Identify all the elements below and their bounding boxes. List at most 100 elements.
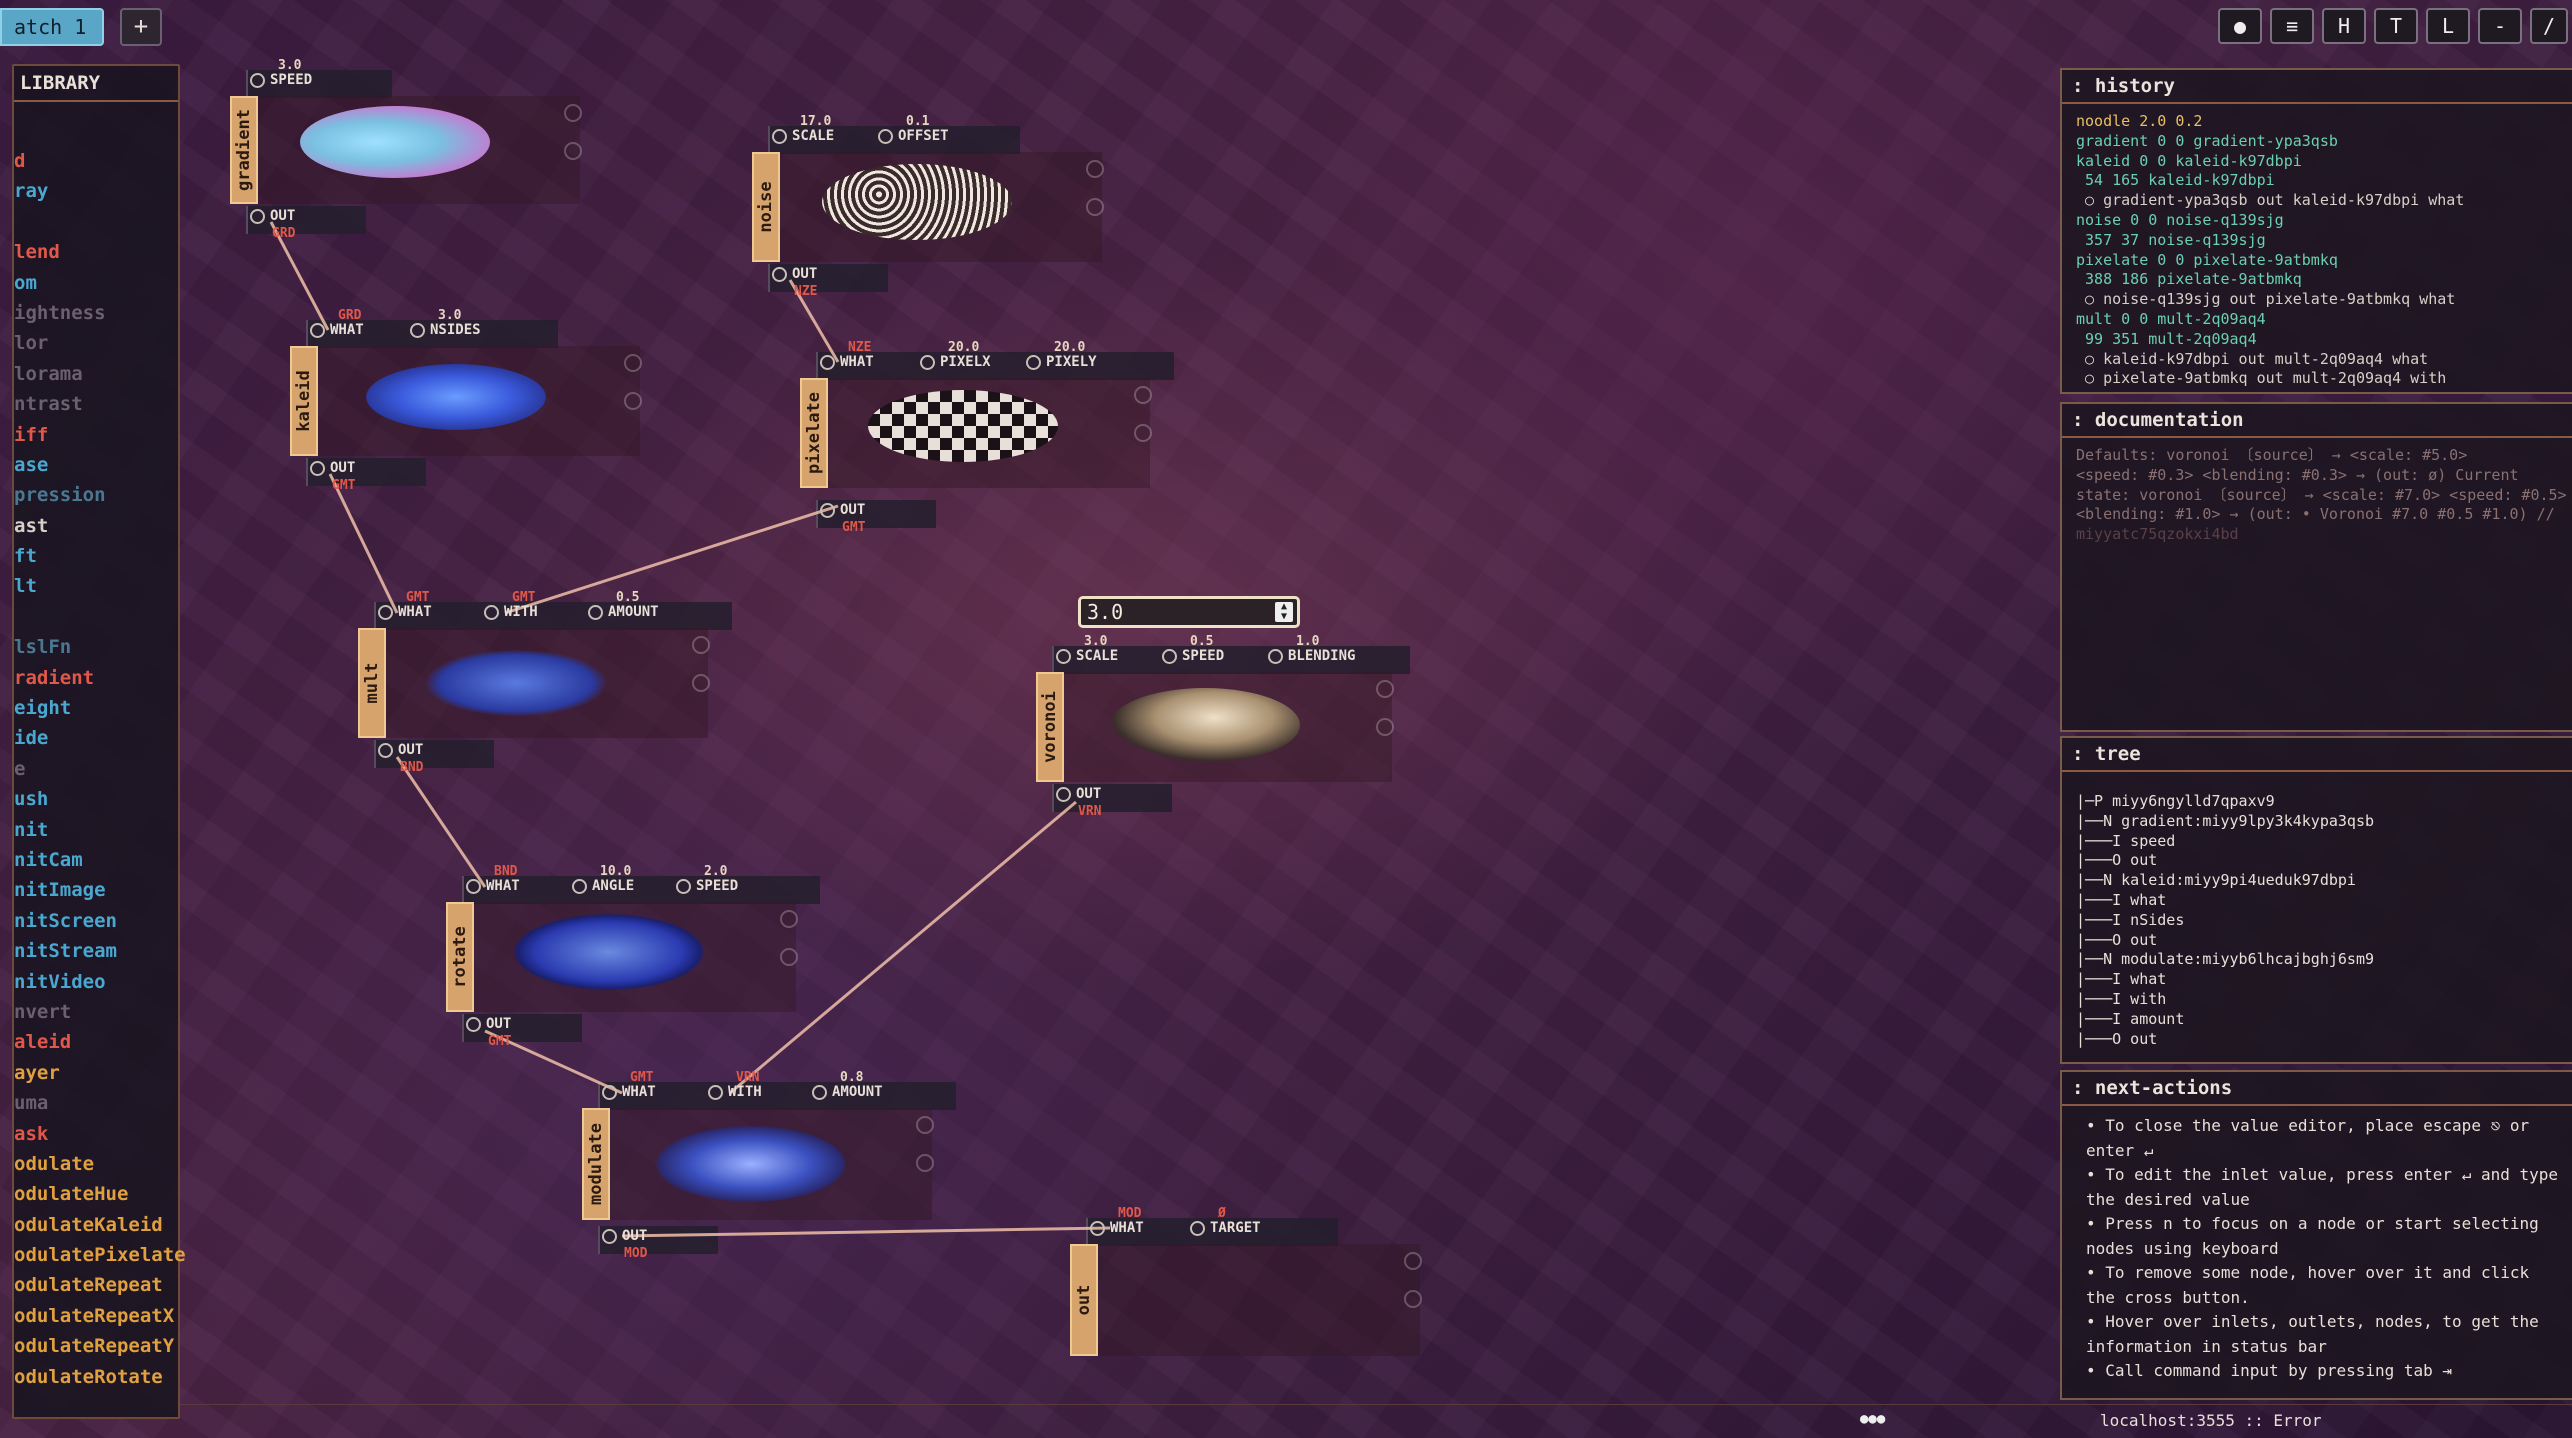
outlet-circle-icon[interactable]	[1056, 786, 1071, 802]
tree-line[interactable]: |──N kaleid:miyy9pi4ueduk97dbpi	[2076, 871, 2356, 890]
inlet-circle-icon[interactable]	[250, 72, 265, 88]
inlet-gradient[interactable]: SPEED	[250, 72, 312, 100]
inlet-circle-icon[interactable]	[812, 1084, 827, 1100]
node-control-icon[interactable]	[1404, 1252, 1422, 1270]
tab-patch-1[interactable]: atch 1	[0, 8, 104, 46]
library-item[interactable]: d	[14, 150, 26, 172]
inlet-circle-icon[interactable]	[378, 604, 393, 620]
tree-line[interactable]: |───I with	[2076, 989, 2167, 1008]
library-item[interactable]: odulateKaleid	[14, 1213, 163, 1236]
minimize-button[interactable]: -	[2478, 8, 2522, 44]
h-button[interactable]: H	[2322, 8, 2366, 44]
inlet-circle-icon[interactable]	[466, 878, 481, 894]
l-button[interactable]: L	[2426, 8, 2470, 44]
tree-line[interactable]: |───I what	[2076, 970, 2167, 989]
library-item[interactable]: om	[14, 271, 37, 294]
outlet-circle-icon[interactable]	[820, 502, 835, 518]
inlet-circle-icon[interactable]	[1026, 354, 1041, 370]
tree-line[interactable]: |───O out	[2076, 1029, 2158, 1048]
inlet-circle-icon[interactable]	[410, 322, 425, 338]
outlet-circle-icon[interactable]	[378, 742, 393, 758]
outlet-kaleid[interactable]: OUT	[310, 460, 355, 488]
library-item[interactable]: ntrast	[14, 393, 83, 416]
library-item[interactable]: ush	[14, 788, 49, 811]
inlet-circle-icon[interactable]	[1162, 648, 1177, 664]
library-item[interactable]: lorama	[14, 362, 83, 385]
outlet-circle-icon[interactable]	[310, 460, 325, 476]
tree-line[interactable]: |───I what	[2076, 890, 2167, 909]
library-item[interactable]: nitScreen	[14, 909, 117, 932]
outlet-circle-icon[interactable]	[466, 1016, 481, 1032]
library-item[interactable]: ide	[14, 727, 49, 750]
library-item[interactable]: odulateHue	[14, 1183, 129, 1206]
inlet-noise[interactable]: SCALE	[772, 128, 834, 156]
tree-line[interactable]: |───I nSides	[2076, 910, 2185, 929]
node-control-icon[interactable]	[624, 354, 642, 372]
inlet-circle-icon[interactable]	[676, 878, 691, 894]
node-control-icon[interactable]	[692, 636, 710, 654]
inlet-modulate[interactable]: WHAT	[602, 1084, 656, 1112]
library-item[interactable]: lend	[14, 241, 60, 264]
tree-line[interactable]: |───O out	[2076, 851, 2158, 870]
outlet-gradient[interactable]: OUT	[250, 208, 295, 236]
node-mult[interactable]: mult	[358, 628, 708, 738]
library-item[interactable]: ray	[14, 180, 49, 203]
inlet-mult[interactable]: WITH	[484, 604, 538, 632]
node-rotate[interactable]: rotate	[446, 902, 796, 1012]
inlet-out[interactable]: WHAT	[1090, 1220, 1144, 1248]
library-item[interactable]: nitImage	[14, 879, 106, 902]
inlet-out[interactable]: TARGET	[1190, 1220, 1261, 1248]
inlet-voronoi[interactable]: SCALE	[1056, 648, 1118, 676]
stepper-icon[interactable]: ▲▼	[1275, 602, 1293, 622]
t-button[interactable]: T	[2374, 8, 2418, 44]
outlet-circle-icon[interactable]	[602, 1228, 617, 1244]
node-pixelate[interactable]: pixelate	[800, 378, 1150, 488]
inlet-circle-icon[interactable]	[920, 354, 935, 370]
outlet-voronoi[interactable]: OUT	[1056, 786, 1101, 814]
library-item[interactable]: ightness	[14, 301, 106, 324]
node-control-icon[interactable]	[1404, 1290, 1422, 1308]
inlet-voronoi[interactable]: SPEED	[1162, 648, 1224, 676]
node-gradient[interactable]: gradient	[230, 96, 580, 204]
inlet-circle-icon[interactable]	[602, 1084, 617, 1100]
node-control-icon[interactable]	[692, 674, 710, 692]
library-item[interactable]: ask	[14, 1122, 49, 1145]
library-item[interactable]: nitCam	[14, 848, 83, 871]
library-item[interactable]: lt	[14, 575, 37, 598]
library-item[interactable]: pression	[14, 484, 106, 507]
inlet-pixelate[interactable]: WHAT	[820, 354, 874, 382]
tree-line[interactable]: |──N modulate:miyyb6lhcajbghj6sm9	[2076, 950, 2375, 969]
library-item[interactable]: ast	[14, 514, 49, 537]
tree-line[interactable]: |───O out	[2076, 930, 2158, 949]
inlet-circle-icon[interactable]	[708, 1084, 723, 1100]
inlet-circle-icon[interactable]	[588, 604, 603, 620]
inlet-voronoi[interactable]: BLENDING	[1268, 648, 1355, 676]
library-item[interactable]: odulateRepeatX	[14, 1304, 175, 1327]
node-control-icon[interactable]	[1376, 718, 1394, 736]
outlet-circle-icon[interactable]	[250, 208, 265, 224]
node-control-icon[interactable]	[780, 910, 798, 928]
add-tab-button[interactable]: +	[120, 8, 162, 46]
inlet-mult[interactable]: WHAT	[378, 604, 432, 632]
tree-line[interactable]: |──N gradient:miyy9lpy3k4kypa3qsb	[2076, 811, 2375, 830]
slash-button[interactable]: /	[2530, 8, 2568, 44]
node-control-icon[interactable]	[1086, 160, 1104, 178]
node-modulate[interactable]: modulate	[582, 1108, 932, 1220]
library-item[interactable]: ft	[14, 545, 37, 568]
outlet-noise[interactable]: OUT	[772, 266, 817, 294]
library-item[interactable]: ase	[14, 453, 49, 476]
library-item[interactable]: e	[14, 757, 26, 780]
tree-line[interactable]: |───I speed	[2076, 831, 2176, 850]
library-item[interactable]: lor	[14, 332, 49, 355]
inlet-circle-icon[interactable]	[1056, 648, 1071, 664]
library-item[interactable]: ayer	[14, 1061, 60, 1084]
inlet-pixelate[interactable]: PIXELX	[920, 354, 991, 382]
inlet-circle-icon[interactable]	[820, 354, 835, 370]
inlet-circle-icon[interactable]	[484, 604, 499, 620]
menu-button[interactable]: ≡	[2270, 8, 2314, 44]
node-control-icon[interactable]	[916, 1154, 934, 1172]
inlet-rotate[interactable]: SPEED	[676, 878, 738, 906]
inlet-modulate[interactable]: AMOUNT	[812, 1084, 883, 1112]
inlet-circle-icon[interactable]	[1190, 1220, 1205, 1236]
outlet-circle-icon[interactable]	[772, 266, 787, 282]
